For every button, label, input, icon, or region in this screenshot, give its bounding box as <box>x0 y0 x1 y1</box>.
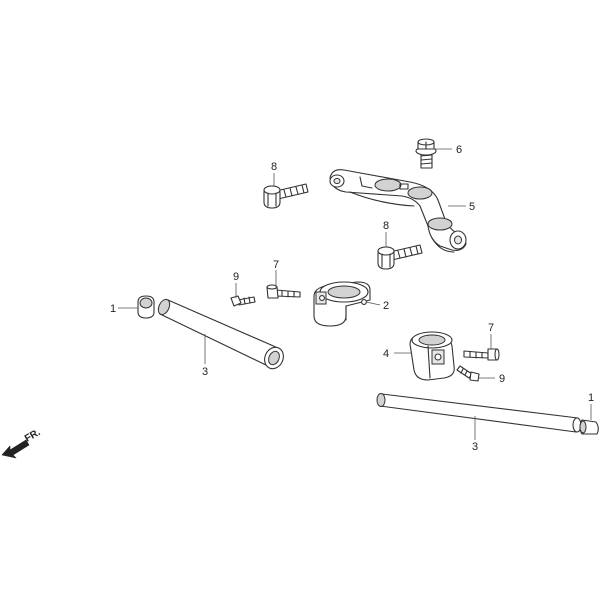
part-1-plug-right <box>579 419 599 435</box>
callout-8-upper: 8 <box>271 161 277 173</box>
callout-5: 5 <box>469 201 475 213</box>
callout-7-right: 7 <box>488 322 494 334</box>
part-4-clamp <box>409 331 455 381</box>
part-2-clamp <box>313 281 371 327</box>
part-7-bolt-left <box>266 284 301 299</box>
part-9-bolt-right <box>456 365 480 382</box>
front-label: FR. <box>23 427 43 445</box>
callout-1-right: 1 <box>588 392 594 404</box>
front-arrow-icon <box>1 439 30 459</box>
part-8-bolt-lower <box>377 244 423 270</box>
callout-1-left: 1 <box>110 303 116 315</box>
callout-labels: 1 3 9 7 2 8 8 6 5 4 7 9 3 1 <box>110 144 594 453</box>
part-9-bolt-left <box>230 295 256 307</box>
part-7-bolt-right <box>463 348 500 361</box>
callout-8-lower: 8 <box>383 220 389 232</box>
part-5-bracket <box>329 169 467 253</box>
part-3-tube-left <box>157 298 284 370</box>
front-direction-indicator: FR. <box>1 427 43 459</box>
callout-4: 4 <box>383 348 389 360</box>
callout-6: 6 <box>456 144 462 156</box>
callout-7-left: 7 <box>273 259 279 271</box>
callout-9-right: 9 <box>499 373 505 385</box>
part-1-plug-left <box>137 295 155 319</box>
callout-9-left: 9 <box>233 271 239 283</box>
part-3-tube-right <box>376 393 582 433</box>
callout-2: 2 <box>383 300 389 312</box>
leader-lines <box>118 148 592 440</box>
part-6-flange-bolt <box>415 138 437 169</box>
callout-3-right: 3 <box>472 441 478 453</box>
callout-3-left: 3 <box>202 366 208 378</box>
part-8-bolt-upper <box>263 183 309 209</box>
